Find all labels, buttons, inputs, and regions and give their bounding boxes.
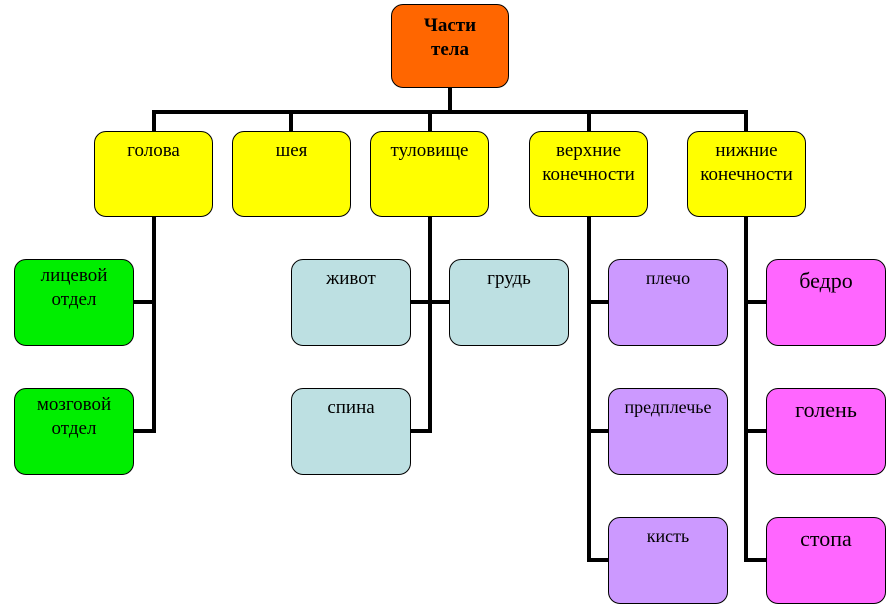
node-golen-label: голень [795, 397, 857, 422]
node-stopa-label: стопа [800, 526, 852, 551]
node-verhnie-konechnosti: верхние конечности [529, 131, 648, 217]
node-plecho: плечо [608, 259, 728, 346]
node-sheya: шея [232, 131, 351, 217]
root-node-label: Части тела [423, 15, 477, 60]
node-kist-label: кисть [646, 526, 690, 546]
node-mozgovoy-otdel: мозговой отдел [14, 388, 134, 475]
node-predplechye: предплечье [608, 388, 728, 475]
node-tulovische: туловище [370, 131, 489, 217]
node-zhivot: живот [291, 259, 411, 346]
node-mozgovoy-otdel-label: мозговой отдел [36, 394, 112, 439]
node-golen: голень [766, 388, 886, 475]
node-zhivot-label: живот [326, 268, 376, 289]
node-predplechye-label: предплечье [624, 397, 712, 417]
node-golova: голова [94, 131, 213, 217]
node-tulovische-label: туловище [390, 140, 469, 161]
node-grud-label: грудь [487, 268, 531, 289]
node-licevoy-otdel: лицевой отдел [14, 259, 134, 346]
node-spina-label: спина [327, 397, 375, 418]
node-sheya-label: шея [275, 140, 308, 161]
node-bedro-label: бедро [799, 268, 853, 293]
node-golova-label: голова [127, 140, 180, 161]
node-bedro: бедро [766, 259, 886, 346]
root-node: Части тела [391, 4, 509, 88]
node-plecho-label: плечо [645, 268, 691, 288]
node-stopa: стопа [766, 517, 886, 604]
node-kist: кисть [608, 517, 728, 604]
node-nizhnie-konechnosti: нижние конечности [687, 131, 806, 217]
node-licevoy-otdel-label: лицевой отдел [40, 265, 108, 310]
node-verhnie-konechnosti-label: верхние конечности [542, 140, 635, 185]
node-spina: спина [291, 388, 411, 475]
node-grud: грудь [449, 259, 569, 346]
node-nizhnie-konechnosti-label: нижние конечности [700, 140, 793, 185]
